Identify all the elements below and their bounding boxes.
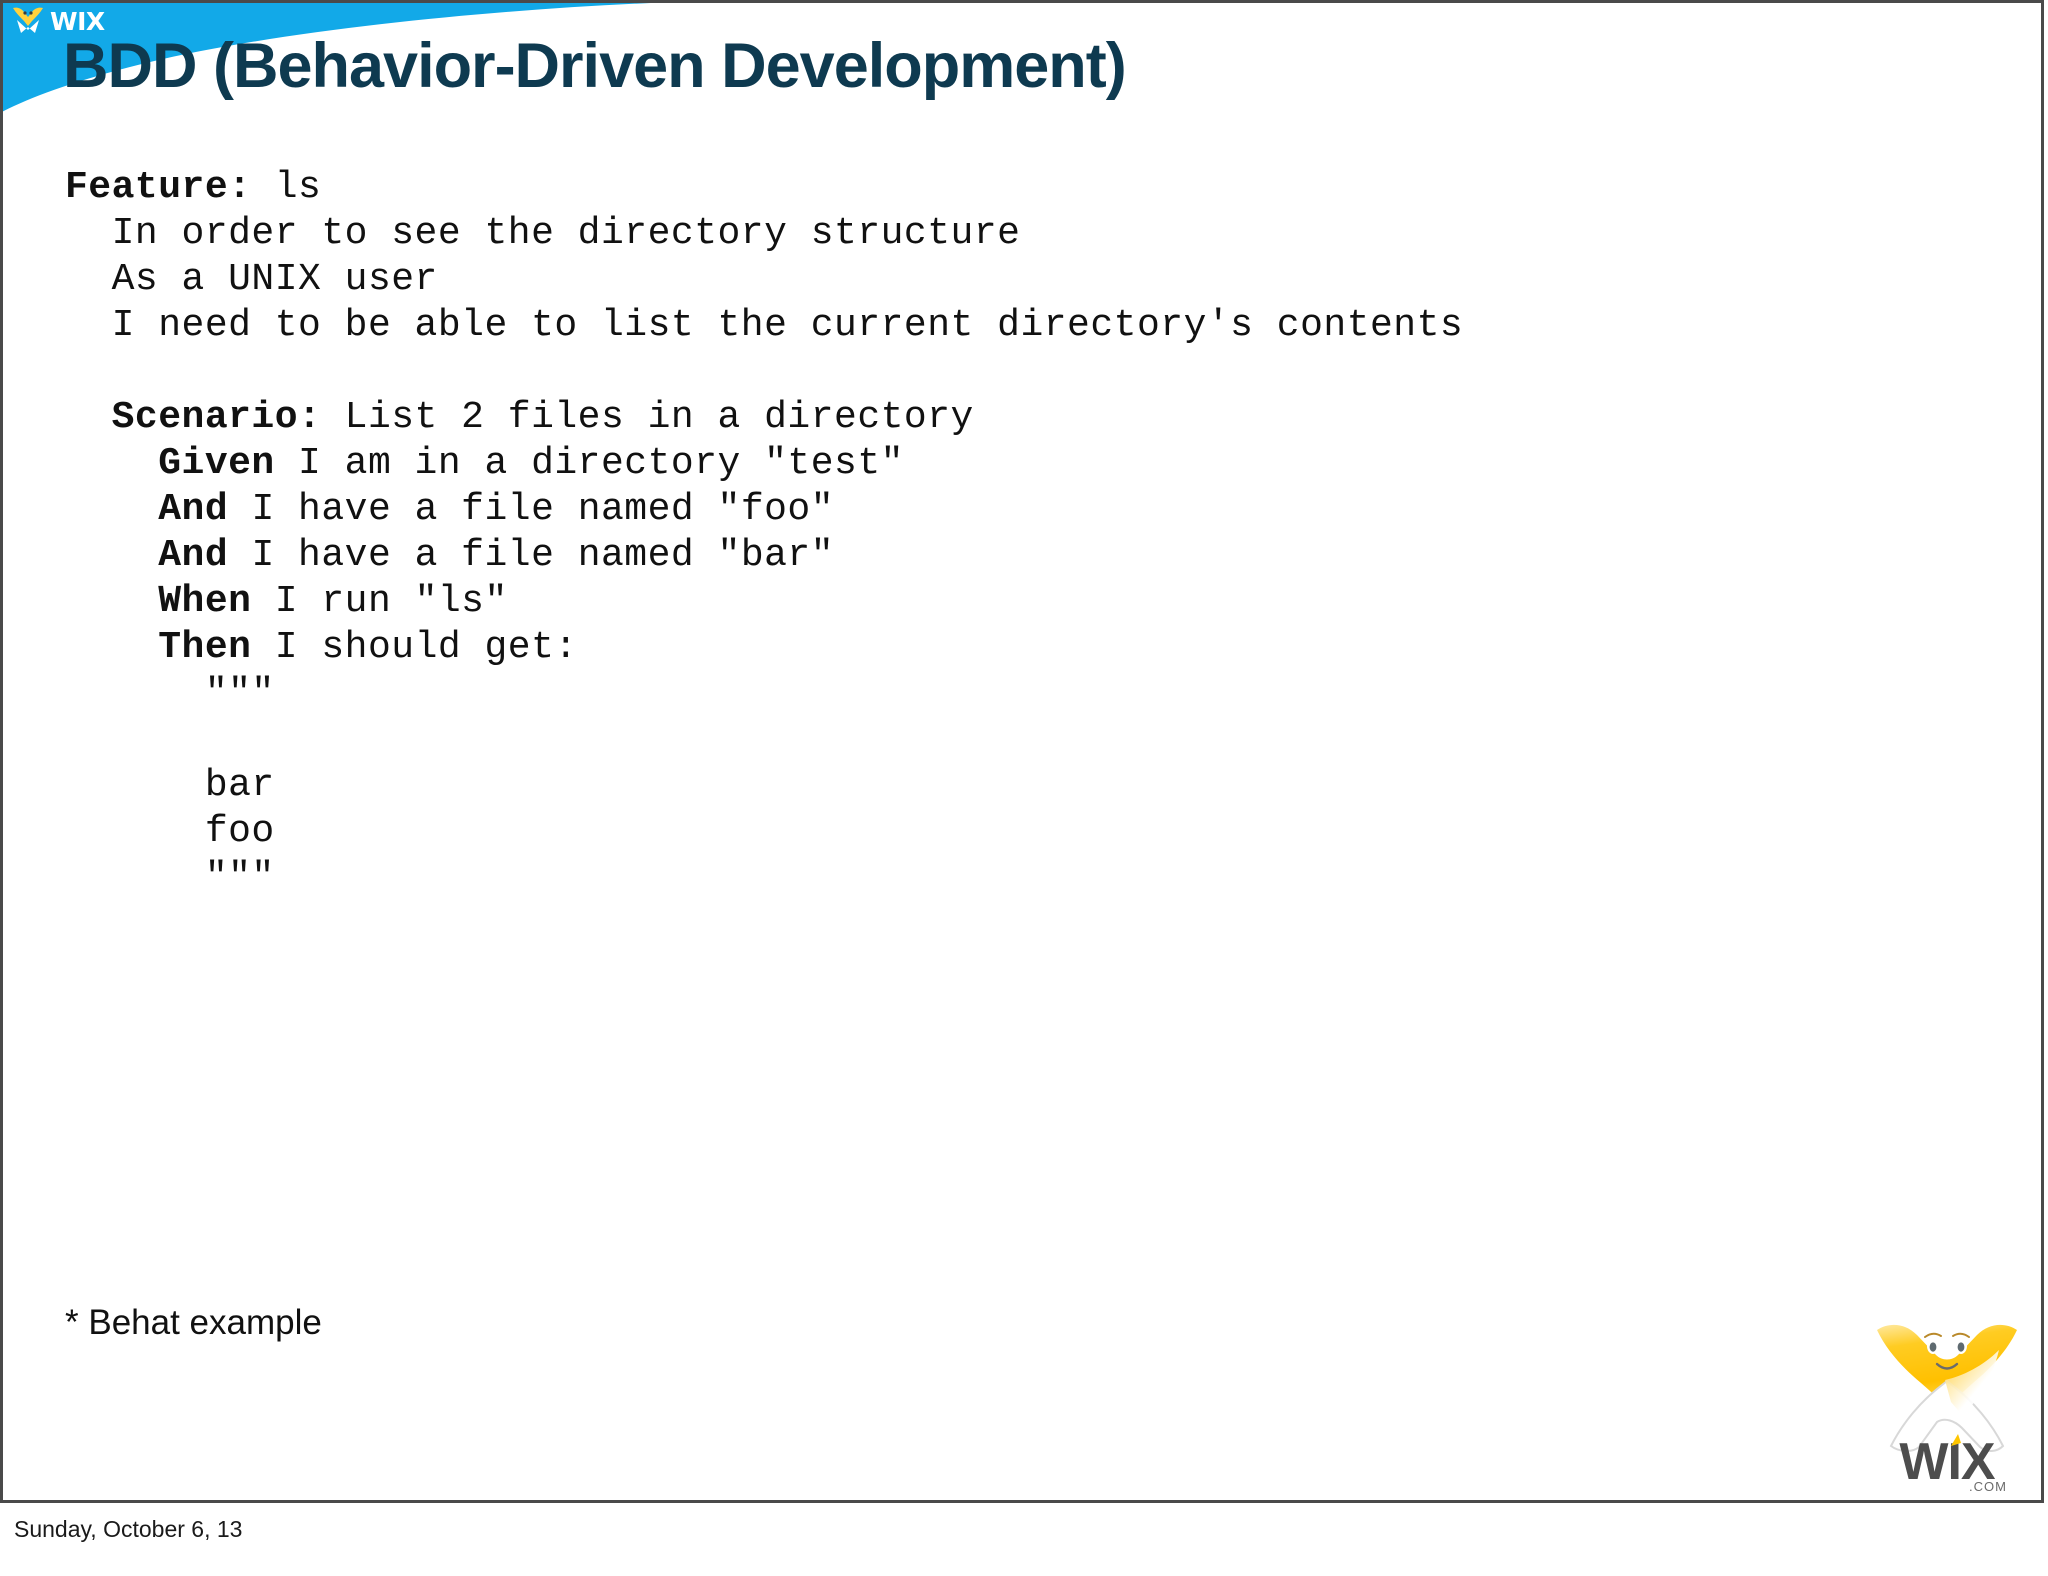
- gherkin-text: I run "ls": [251, 580, 508, 623]
- code-line: In order to see the directory structure: [65, 211, 1463, 257]
- slide-date: Sunday, October 6, 13: [14, 1516, 243, 1542]
- gherkin-keyword: Given: [65, 442, 275, 485]
- gherkin-text: I am in a directory "test": [274, 442, 904, 485]
- gherkin-text: """: [65, 672, 275, 715]
- gherkin-keyword: When: [65, 580, 252, 623]
- code-line: Feature: ls: [65, 165, 1463, 211]
- gherkin-text: I have a file named "foo": [228, 488, 835, 531]
- code-line: [65, 349, 1463, 395]
- header-wix-wordmark: WIX: [50, 6, 105, 36]
- gherkin-text: """: [65, 856, 275, 899]
- code-line: Then I should get:: [65, 625, 1463, 671]
- code-line: As a UNIX user: [65, 257, 1463, 303]
- gherkin-keyword: And: [65, 488, 229, 531]
- page-title: BDD (Behavior-Driven Development): [63, 31, 1127, 101]
- code-line: And I have a file named "foo": [65, 487, 1463, 533]
- svg-text:WIX: WIX: [1899, 1433, 1996, 1491]
- slide-canvas: WIX BDD (Behavior-Driven Development) Fe…: [0, 0, 2044, 1503]
- wix-brand-logo: WIX .COM: [1867, 1306, 2027, 1494]
- gherkin-text: As a UNIX user: [65, 258, 438, 301]
- code-line: Scenario: List 2 files in a directory: [65, 395, 1463, 441]
- gherkin-keyword: And: [65, 534, 229, 577]
- code-line: I need to be able to list the current di…: [65, 303, 1463, 349]
- gherkin-text: I need to be able to list the current di…: [65, 304, 1464, 347]
- gherkin-text: bar: [65, 764, 275, 807]
- gherkin-keyword: Scenario:: [65, 396, 322, 439]
- code-line: And I have a file named "bar": [65, 533, 1463, 579]
- svg-text:.COM: .COM: [1969, 1479, 2007, 1494]
- gherkin-text: foo: [65, 810, 275, 853]
- gherkin-code-block: Feature: ls In order to see the director…: [65, 165, 1463, 901]
- code-line: bar: [65, 763, 1463, 809]
- code-line: foo: [65, 809, 1463, 855]
- code-line: [65, 717, 1463, 763]
- header-wix-logo: WIX: [11, 6, 105, 38]
- code-line: """: [65, 671, 1463, 717]
- footnote-behat-example: * Behat example: [65, 1303, 322, 1342]
- gherkin-text: List 2 files in a directory: [321, 396, 974, 439]
- gherkin-text: ls: [251, 166, 322, 209]
- wix-x-mascot-icon: [11, 5, 45, 40]
- code-line: Given I am in a directory "test": [65, 441, 1463, 487]
- gherkin-keyword: Then: [65, 626, 252, 669]
- gherkin-text: In order to see the directory structure: [65, 212, 1021, 255]
- gherkin-text: I have a file named "bar": [228, 534, 835, 577]
- code-line: When I run "ls": [65, 579, 1463, 625]
- gherkin-text: I should get:: [251, 626, 578, 669]
- gherkin-keyword: Feature:: [65, 166, 252, 209]
- code-line: """: [65, 855, 1463, 901]
